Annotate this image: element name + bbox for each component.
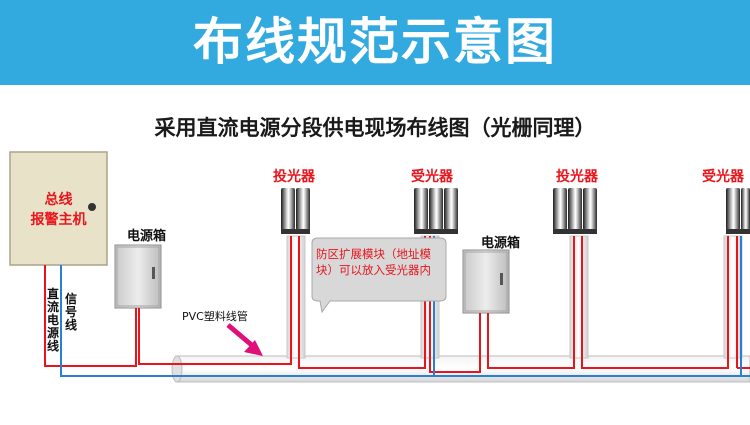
pvc-pipe-label: PVC塑料线管 (182, 310, 248, 323)
callout-bubble (311, 237, 447, 314)
pipe-pointer-arrow (226, 323, 263, 356)
transmitter-1-label: 投光器 (273, 169, 315, 185)
title-banner (0, 0, 750, 85)
transmitter-device-2 (553, 188, 597, 234)
callout-text: 防区扩展模块（地址模块）可以放入受光器内 (316, 247, 431, 277)
dc-wire-label: 直流电源线 (46, 287, 59, 353)
alarm-host-line2: 报警主机 (30, 212, 87, 228)
alarm-host-label: 总线 报警主机 (10, 190, 107, 230)
receiver-device-2 (726, 188, 750, 234)
alarm-host-line1: 总线 (44, 192, 73, 208)
power-box-2 (462, 249, 510, 314)
power-box-1-label: 电源箱 (127, 229, 167, 244)
signal-wire-label: 信号线 (64, 292, 77, 332)
alarm-host-panel (9, 151, 108, 266)
receiver-2-label: 受光器 (702, 169, 744, 185)
transmitter-device-1 (281, 188, 310, 234)
power-box-1 (114, 244, 162, 309)
receiver-device-1 (414, 188, 458, 234)
dc-power-wires (44, 236, 750, 373)
diagram-subtitle: 采用直流电源分段供电现场布线图（光栅同理） (154, 116, 596, 140)
receiver-1-label: 受光器 (411, 169, 453, 185)
page-title: 布线规范示意图 (193, 13, 557, 71)
power-box-2-label: 电源箱 (481, 236, 521, 251)
transmitter-2-label: 投光器 (556, 169, 598, 185)
